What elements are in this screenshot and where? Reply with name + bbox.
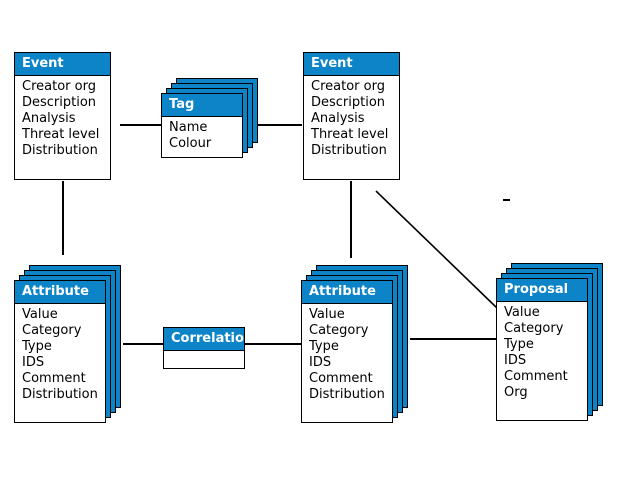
class-field: Value bbox=[22, 307, 58, 322]
class-field: Description bbox=[22, 95, 97, 110]
class-field: Type bbox=[309, 339, 339, 354]
class-field: Description bbox=[311, 95, 386, 110]
class-field: Threat level bbox=[311, 127, 389, 142]
tag-to-event-right-link bbox=[256, 124, 302, 126]
class-field: IDS bbox=[22, 355, 45, 370]
class-field: Comment bbox=[22, 371, 86, 386]
class-field: Colour bbox=[169, 136, 212, 151]
class-field: IDS bbox=[504, 353, 527, 368]
stray-dash-mark bbox=[503, 199, 510, 201]
class-field: Comment bbox=[504, 369, 568, 384]
event-left-to-attribute-link bbox=[62, 181, 64, 255]
event-right-to-attribute-link bbox=[350, 181, 352, 258]
class-field: Creator org bbox=[22, 79, 96, 94]
class-title: Tag bbox=[162, 94, 242, 117]
class-field: Distribution bbox=[311, 143, 387, 158]
class-field: Type bbox=[22, 339, 52, 354]
class-title: Attribute bbox=[302, 281, 392, 304]
class-field-list bbox=[164, 351, 244, 368]
class-field: Creator org bbox=[311, 79, 385, 94]
attribute-middle-to-proposal-link bbox=[410, 338, 497, 340]
attribute-left-to-correlation-link bbox=[123, 343, 164, 345]
class-field: Analysis bbox=[22, 111, 76, 126]
class-field: Distribution bbox=[22, 143, 98, 158]
event-left-to-tag-link bbox=[120, 124, 162, 126]
class-field: Value bbox=[309, 307, 345, 322]
class-field: Comment bbox=[309, 371, 373, 386]
class-field: Distribution bbox=[309, 387, 385, 402]
class-title: Proposal bbox=[497, 279, 587, 302]
class-field: Type bbox=[504, 337, 534, 352]
class-title: Correlation bbox=[164, 328, 253, 351]
class-field: Value bbox=[504, 305, 540, 320]
class-field: Distribution bbox=[22, 387, 98, 402]
class-field: Threat level bbox=[22, 127, 100, 142]
class-field: Category bbox=[309, 323, 369, 338]
correlation-to-attribute-middle-link bbox=[245, 343, 302, 345]
class-field: IDS bbox=[309, 355, 332, 370]
class-node-correlation[interactable]: Correlation bbox=[163, 327, 253, 369]
class-title: Event bbox=[15, 53, 110, 76]
class-title: Attribute bbox=[15, 281, 105, 304]
class-field: Category bbox=[22, 323, 82, 338]
class-field: Org bbox=[504, 385, 528, 400]
class-field: Analysis bbox=[311, 111, 365, 126]
class-field: Category bbox=[504, 321, 564, 336]
class-box: Correlation bbox=[163, 327, 253, 369]
class-field: Name bbox=[169, 120, 208, 135]
class-title: Event bbox=[304, 53, 399, 76]
